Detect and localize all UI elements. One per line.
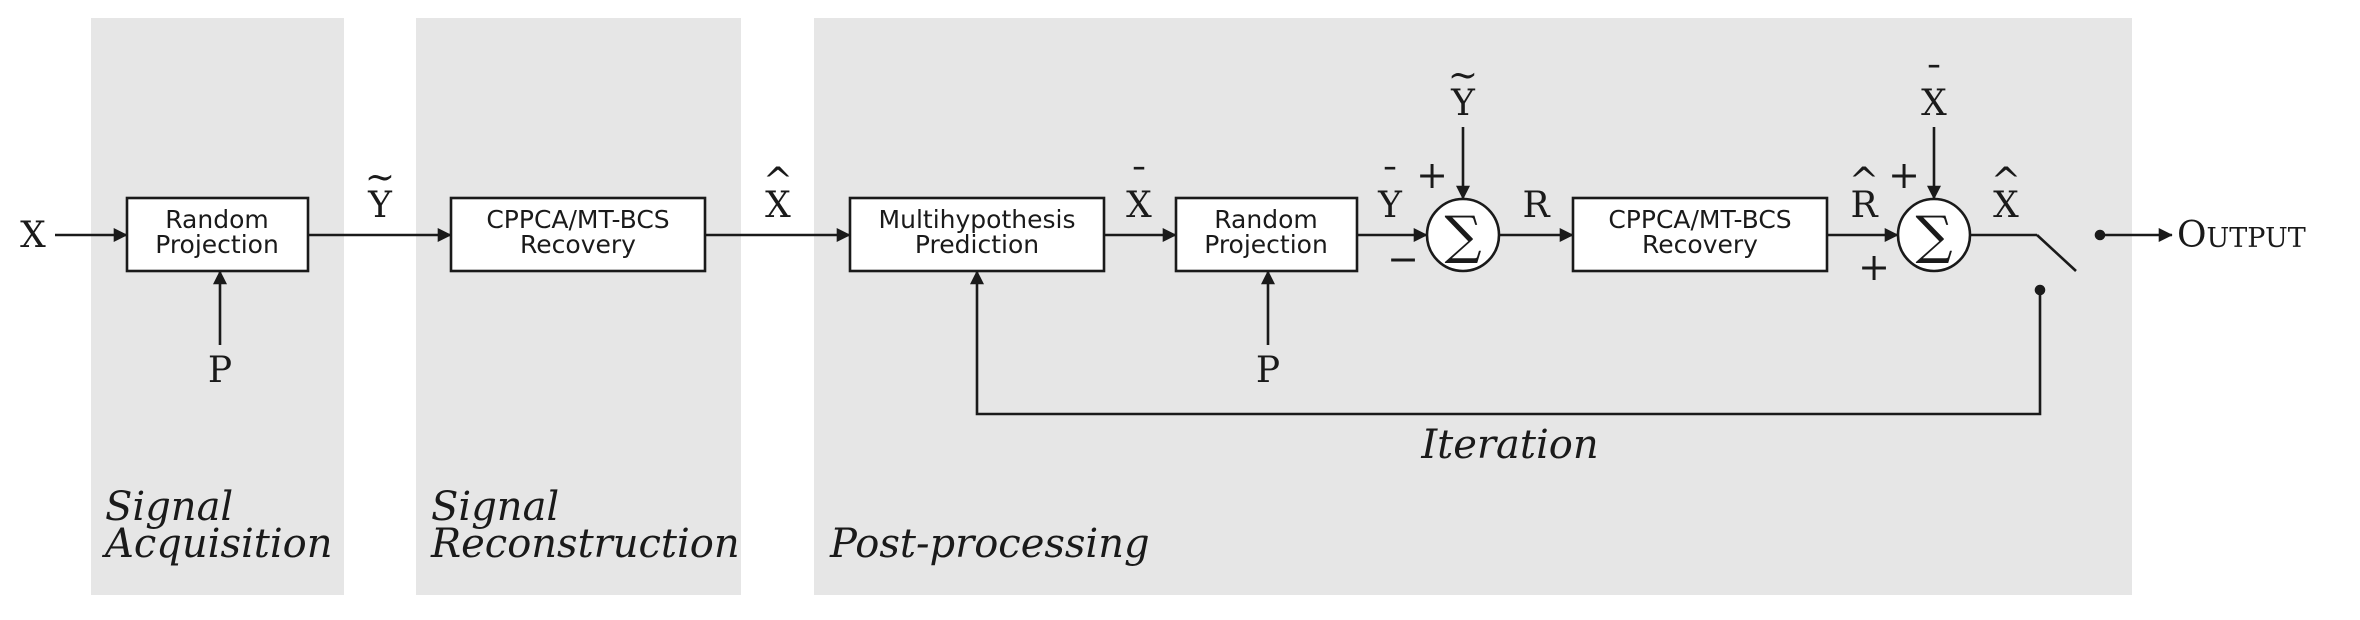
signal-x-hat-out: X ^	[1991, 161, 2021, 226]
svg-text:^: ^	[763, 161, 793, 202]
svg-text:X: X	[1921, 83, 1947, 124]
stage-reconstruction-panel	[416, 18, 741, 595]
svg-text:Projection: Projection	[155, 230, 279, 259]
signal-input-x: X	[20, 215, 46, 256]
loop-label-iteration: Iteration	[1420, 422, 1598, 468]
svg-text:CPPCA/MT-BCS: CPPCA/MT-BCS	[486, 205, 669, 234]
svg-text:Signal: Signal	[105, 484, 233, 530]
svg-text:~: ~	[365, 157, 395, 198]
svg-text:¯: ¯	[1381, 162, 1399, 203]
sum1-plus-sign: +	[1416, 153, 1448, 197]
svg-text:X: X	[1126, 185, 1152, 226]
block-multihypothesis-prediction: Multihypothesis Prediction	[848, 196, 1106, 273]
svg-text:^: ^	[1991, 161, 2021, 202]
stage-label-postprocessing: Post-processing	[829, 521, 1150, 567]
block-random-projection-2: Random Projection	[1174, 196, 1359, 273]
svg-text:Post-processing: Post-processing	[829, 521, 1150, 567]
svg-text:Y: Y	[1450, 83, 1476, 124]
svg-text:X: X	[1993, 185, 2019, 226]
stage-label-acquisition: Signal Acquisition	[101, 484, 332, 567]
svg-text:Multihypothesis: Multihypothesis	[879, 205, 1076, 234]
signal-x-bar-top: X ¯	[1921, 60, 1947, 124]
block-random-projection-1: Random Projection	[125, 196, 310, 273]
output-label: OUTPUT	[2177, 215, 2306, 256]
svg-text:∑: ∑	[1444, 206, 1481, 266]
svg-text:Recovery: Recovery	[1642, 230, 1758, 259]
svg-text:Recovery: Recovery	[520, 230, 636, 259]
svg-text:Random: Random	[1214, 205, 1318, 234]
svg-text:R: R	[1850, 185, 1878, 226]
stage-label-reconstruction: Signal Reconstruction	[430, 484, 740, 567]
signal-p1: P	[208, 350, 232, 391]
block-recovery-1: CPPCA/MT-BCS Recovery	[449, 196, 707, 273]
wire-iteration-feedback	[970, 270, 2042, 416]
svg-text:CPPCA/MT-BCS: CPPCA/MT-BCS	[1608, 205, 1791, 234]
signal-x-hat: X ^	[763, 161, 793, 226]
svg-text:Acquisition: Acquisition	[101, 521, 332, 567]
svg-text:Prediction: Prediction	[915, 230, 1039, 259]
svg-text:Signal: Signal	[431, 484, 559, 530]
signal-y-bar: Y ¯	[1377, 162, 1403, 226]
block-recovery-2: CPPCA/MT-BCS Recovery	[1571, 196, 1829, 273]
svg-text:X: X	[765, 185, 791, 226]
summation-node-2: ∑	[1896, 197, 1972, 273]
iteration-switch	[2036, 234, 2077, 272]
svg-text:Y: Y	[367, 185, 393, 226]
summation-node-1: ∑	[1425, 197, 1501, 273]
sum2-plus-sign-top: +	[1888, 153, 1920, 197]
signal-y-tilde: Y ~	[365, 157, 395, 226]
signal-r-hat: R ^	[1849, 161, 1879, 226]
stage-postprocessing-panel	[814, 18, 2132, 595]
sum1-minus-sign: −	[1387, 237, 1419, 281]
stage-acquisition-panel	[91, 18, 344, 595]
signal-p2: P	[1256, 350, 1280, 391]
svg-text:¯: ¯	[1130, 162, 1148, 203]
signal-r: R	[1522, 185, 1550, 226]
sum2-plus-sign-bottom: +	[1858, 245, 1890, 289]
svg-text:~: ~	[1448, 55, 1478, 96]
svg-text:Random: Random	[165, 205, 269, 234]
svg-text:^: ^	[1849, 161, 1879, 202]
signal-x-bar: X ¯	[1126, 162, 1152, 226]
svg-text:Reconstruction: Reconstruction	[430, 521, 740, 567]
svg-text:∑: ∑	[1915, 206, 1952, 266]
svg-text:Projection: Projection	[1204, 230, 1328, 259]
svg-text:Y: Y	[1377, 185, 1403, 226]
svg-text:¯: ¯	[1925, 60, 1943, 101]
signal-y-tilde-top: Y ~	[1448, 55, 1478, 124]
